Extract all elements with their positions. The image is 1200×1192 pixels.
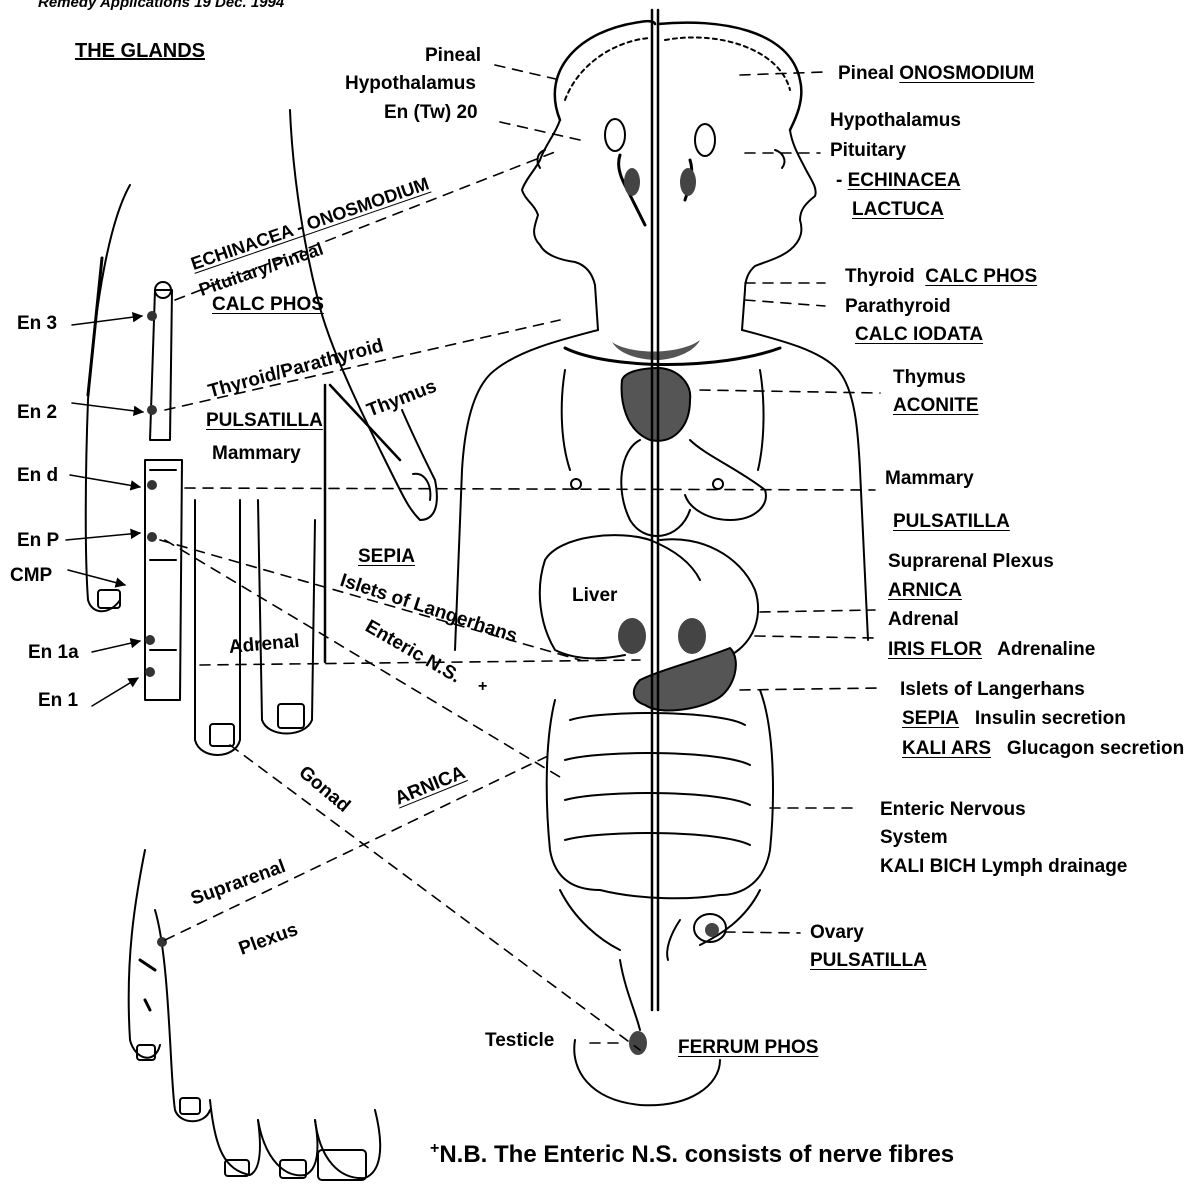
- right-label-echinacea: ECHINACEA: [848, 170, 961, 191]
- right-label-hypothalamus: Hypothalamus: [830, 110, 961, 132]
- right-label-dash: -: [836, 170, 848, 191]
- right-label-pulsatilla2: PULSATILLA: [810, 950, 927, 972]
- right-label-pineal: Pineal: [838, 63, 894, 84]
- right-label-iris-row: IRIS FLOR Adrenaline: [888, 639, 1095, 661]
- right-label-kali-ars-row: KALI ARS Glucagon secretion: [902, 738, 1184, 760]
- right-label-thyroid-row: Thyroid CALC PHOS: [845, 266, 1037, 288]
- right-label-calc-iodata: CALC IODATA: [855, 324, 983, 346]
- hand-label-pulsatilla: PULSATILLA: [206, 410, 323, 432]
- right-label-enteric2: System: [880, 827, 948, 849]
- right-label-suprarenal-plexus: Suprarenal Plexus: [888, 551, 1054, 573]
- right-label-insulin: Insulin secretion: [975, 708, 1126, 729]
- point-label-enp: En P: [17, 530, 59, 552]
- right-label-mammary: Mammary: [885, 468, 974, 490]
- page-header: Remedy Applications 19 Dec. 1994: [38, 0, 284, 11]
- footnote-marker: +: [430, 1140, 439, 1157]
- head-label-hypothalamus: Hypothalamus: [345, 73, 476, 95]
- right-label-sepia-row: SEPIA Insulin secretion: [902, 708, 1126, 730]
- label-testicle: Testicle: [485, 1030, 554, 1052]
- right-label-enteric1: Enteric Nervous: [880, 799, 1026, 821]
- right-label-sepia: SEPIA: [902, 708, 959, 729]
- right-label-pituitary: Pituitary: [830, 140, 906, 162]
- right-label-glucagon: Glucagon secretion: [1007, 738, 1184, 759]
- hand-label-plus: +: [478, 676, 487, 698]
- hand-label-calc-phos: CALC PHOS: [212, 294, 324, 316]
- organ-label-liver: Liver: [572, 585, 617, 607]
- hand-label-mammary: Mammary: [212, 443, 301, 465]
- right-label-kali-bich: KALI BICH Lymph drainage: [880, 856, 1127, 878]
- right-label-ovary: Ovary: [810, 922, 864, 944]
- footnote: +N.B. The Enteric N.S. consists of nerve…: [430, 1140, 954, 1169]
- footnote-text: N.B. The Enteric N.S. consists of nerve …: [439, 1141, 954, 1168]
- right-label-aconite: ACONITE: [893, 395, 979, 417]
- head-label-en-tw20: En (Tw) 20: [384, 102, 478, 124]
- foot-figure: [129, 850, 381, 1180]
- point-label-en1: En 1: [38, 690, 78, 712]
- point-label-end: En d: [17, 465, 58, 487]
- right-label-adrenaline: Adrenaline: [997, 639, 1095, 660]
- right-label-calc-phos: CALC PHOS: [925, 266, 1037, 287]
- right-label-thymus: Thymus: [893, 367, 966, 389]
- right-label-echinacea-row: - ECHINACEA: [836, 170, 961, 192]
- page-title: THE GLANDS: [75, 40, 205, 63]
- body-figure: [455, 10, 868, 1105]
- head-label-pineal: Pineal: [425, 45, 481, 67]
- right-label-thyroid: Thyroid: [845, 266, 915, 287]
- point-label-cmp: CMP: [10, 565, 52, 587]
- point-label-en1a: En 1a: [28, 642, 79, 664]
- point-label-en2: En 2: [17, 402, 57, 424]
- connector-lines: [160, 65, 880, 1050]
- right-label-arnica: ARNICA: [888, 580, 962, 602]
- right-label-parathyroid: Parathyroid: [845, 296, 951, 318]
- hand-label-sepia: SEPIA: [358, 546, 415, 568]
- right-label-pulsatilla: PULSATILLA: [893, 511, 1010, 533]
- right-label-lactuca: LACTUCA: [852, 199, 944, 221]
- right-label-kali-ars: KALI ARS: [902, 738, 991, 759]
- right-label-adrenal: Adrenal: [888, 609, 959, 631]
- right-label-islets: Islets of Langerhans: [900, 679, 1085, 701]
- right-label-pineal-row: Pineal ONOSMODIUM: [838, 63, 1034, 85]
- point-label-en3: En 3: [17, 313, 57, 335]
- right-label-iris-flor: IRIS FLOR: [888, 639, 982, 660]
- right-label-onosmodium: ONOSMODIUM: [899, 63, 1034, 84]
- label-ferrum-phos: FERRUM PHOS: [678, 1037, 818, 1059]
